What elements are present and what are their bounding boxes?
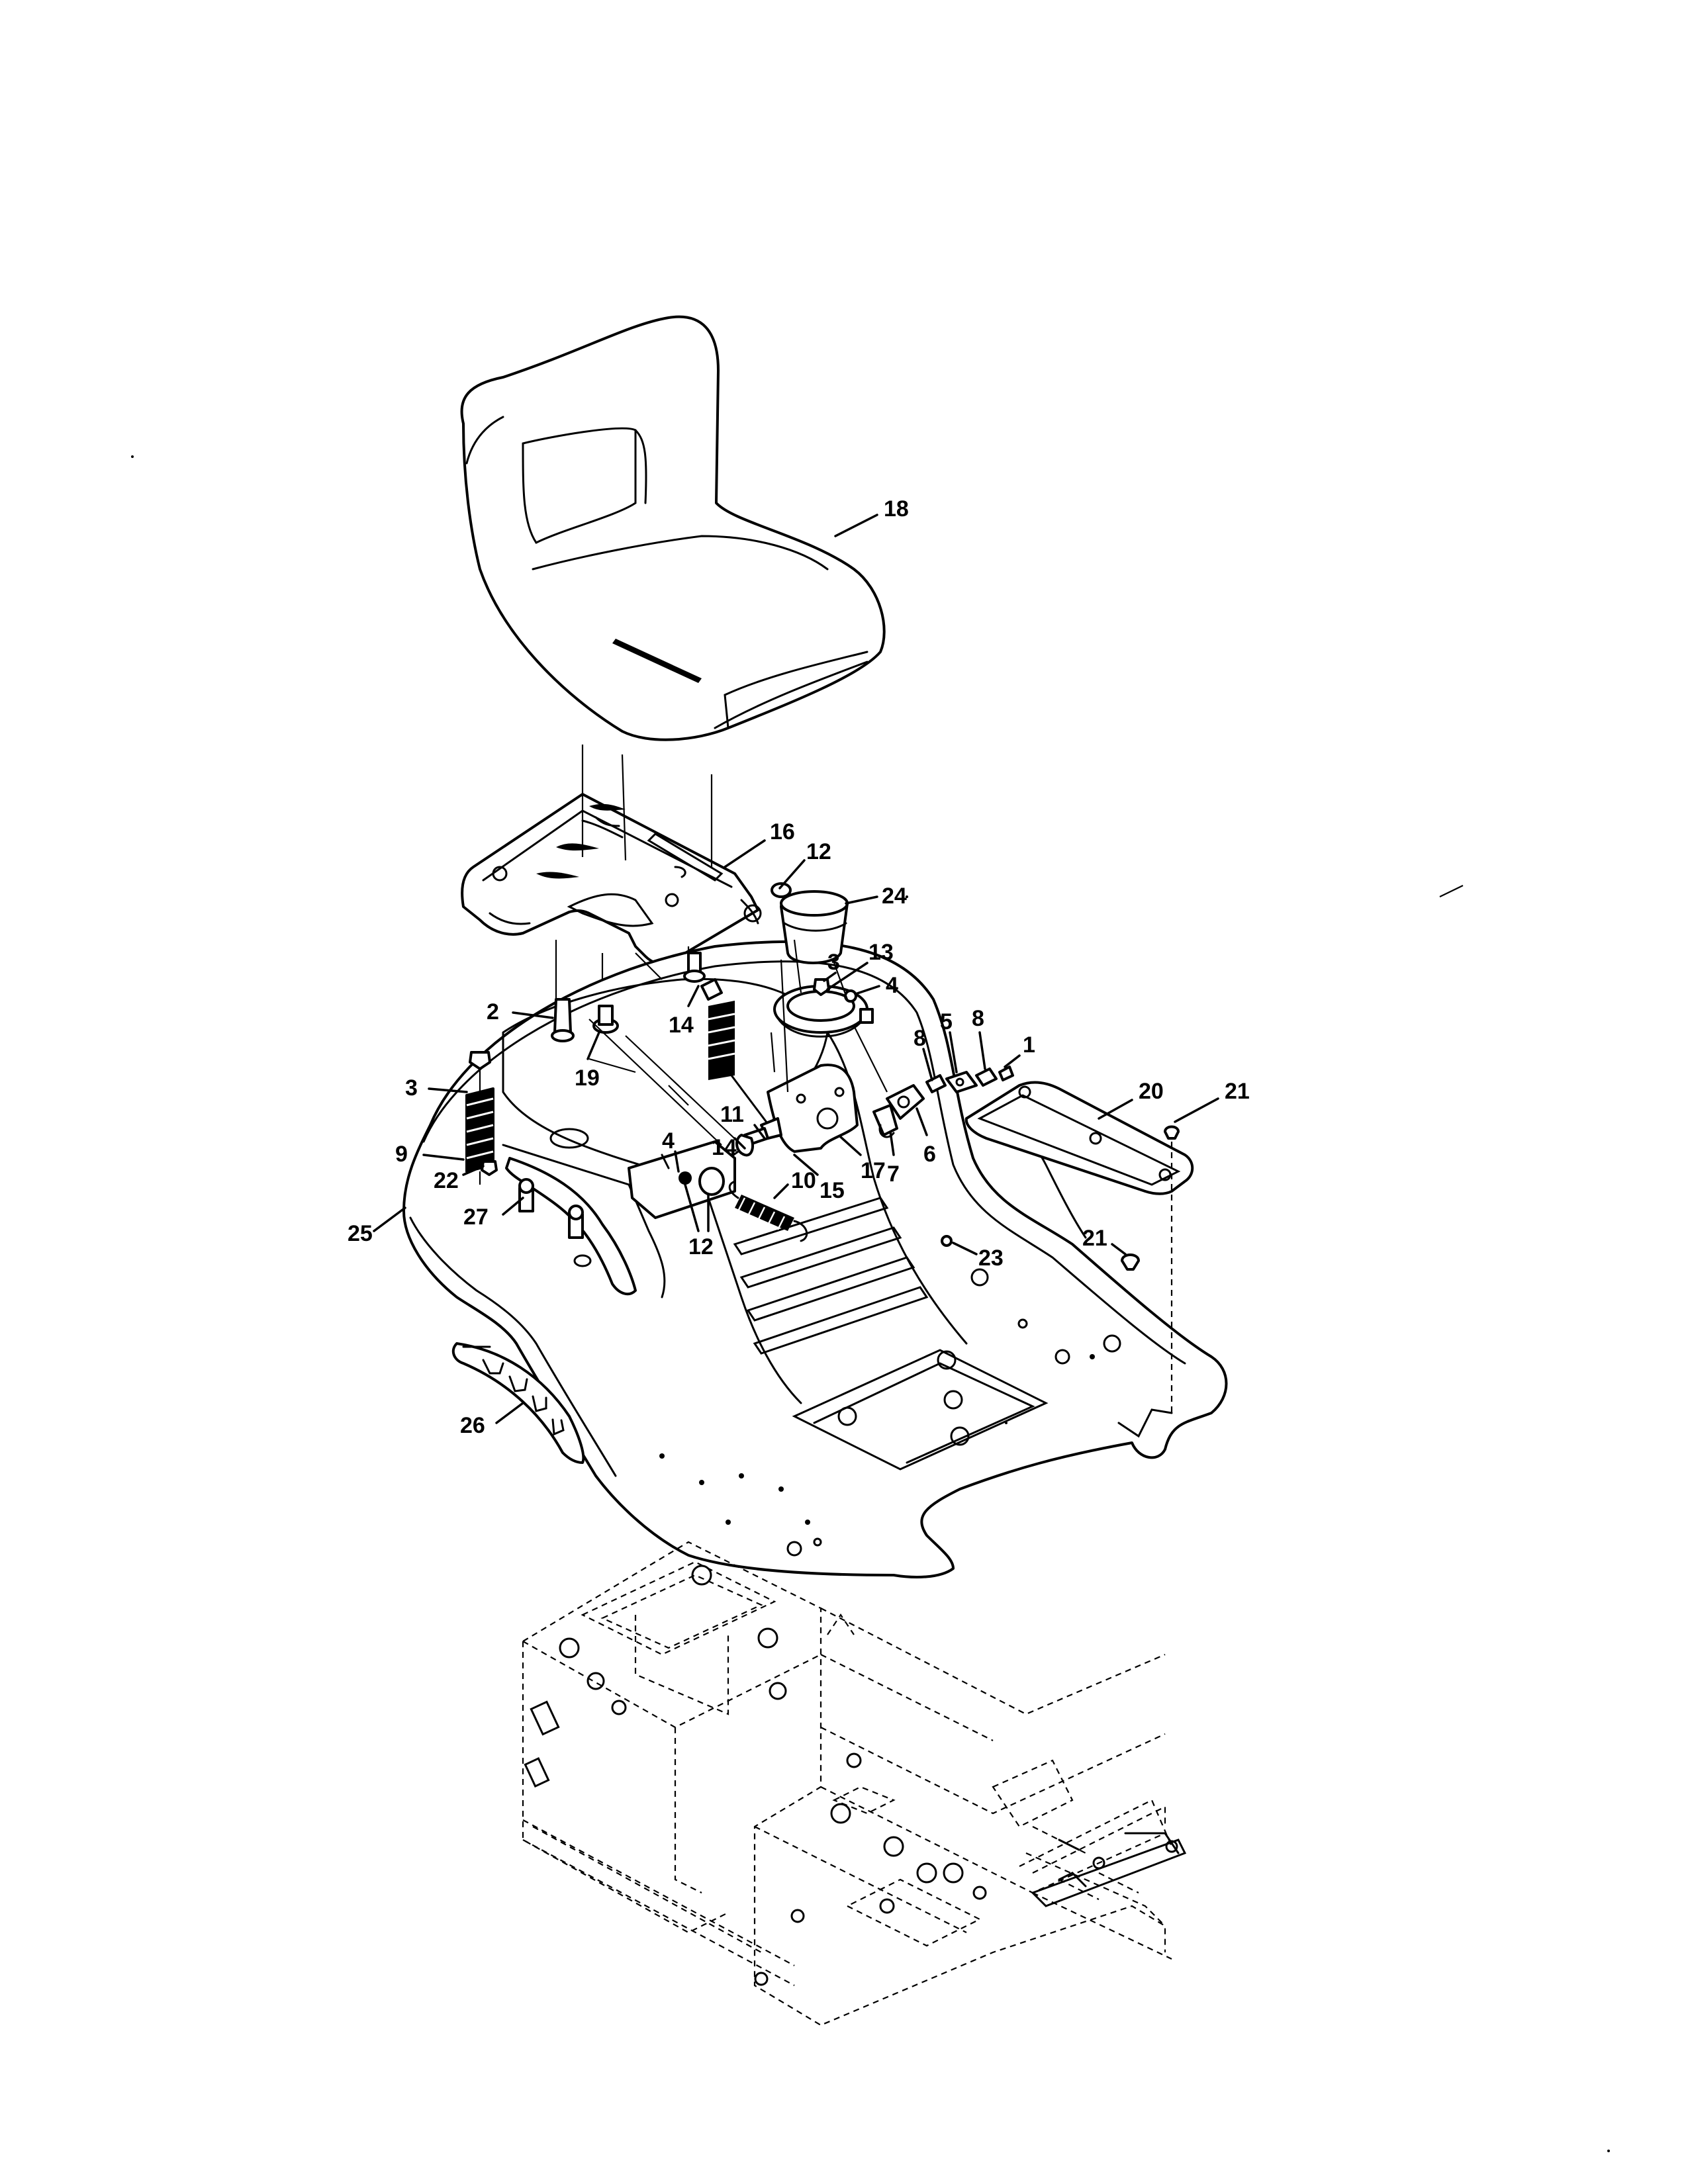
callout-8-right: 8 xyxy=(972,1006,984,1031)
fastener-21-top xyxy=(1164,1125,1180,1140)
washer-4-top xyxy=(844,989,857,1003)
compression-spring-left-part xyxy=(465,1069,494,1185)
callout-6: 6 xyxy=(923,1142,936,1167)
seat-part xyxy=(460,315,886,741)
callout-9: 9 xyxy=(395,1142,408,1167)
latch-arm-6 xyxy=(886,1084,925,1120)
fastener-21-bottom xyxy=(1121,1253,1140,1271)
nut-3-left xyxy=(469,1051,491,1070)
washer-19 xyxy=(592,1005,619,1034)
callout-4-top: 4 xyxy=(886,973,898,998)
fender-deck-part xyxy=(402,940,1228,1578)
callout-22: 22 xyxy=(434,1168,459,1193)
pin-1 xyxy=(998,1066,1014,1081)
callout-21-top: 21 xyxy=(1225,1079,1250,1104)
notched-strip-26 xyxy=(451,1342,585,1464)
pivot-housing-13 xyxy=(773,985,868,1038)
callout-18: 18 xyxy=(884,496,909,522)
extension-spring-10 xyxy=(728,1180,808,1242)
bolt-2 xyxy=(551,998,575,1042)
callout-24: 24 xyxy=(882,884,907,909)
callout-27: 27 xyxy=(463,1205,489,1230)
callout-12-lower: 12 xyxy=(688,1234,714,1259)
callout-17: 17 xyxy=(861,1158,886,1183)
nut-3-top xyxy=(813,978,830,996)
callout-4-lower: 4 xyxy=(662,1128,675,1154)
callout-11: 11 xyxy=(720,1102,744,1127)
cover-panel-20 xyxy=(964,1081,1194,1195)
bolt-27-b xyxy=(568,1205,584,1239)
latch-link-5 xyxy=(945,1071,978,1093)
callout-2: 2 xyxy=(487,999,499,1024)
callout-25: 25 xyxy=(348,1221,373,1246)
callout-16: 16 xyxy=(770,819,795,844)
callout-7: 7 xyxy=(887,1161,900,1187)
callout-5: 5 xyxy=(940,1009,953,1034)
callout-3-left: 3 xyxy=(405,1075,418,1101)
callout-20: 20 xyxy=(1139,1079,1164,1104)
clip-8-right xyxy=(975,1068,998,1087)
leader-lines xyxy=(373,514,1219,1424)
callout-8-left: 8 xyxy=(914,1026,926,1051)
callout-12-top: 12 xyxy=(806,839,831,864)
callout-21-bottom: 21 xyxy=(1082,1226,1107,1251)
bolt-center xyxy=(683,952,706,983)
deck-alignment-lines xyxy=(588,939,888,1146)
fastener-23 xyxy=(941,1235,953,1247)
callout-14-top: 14 xyxy=(669,1013,694,1038)
callout-23: 23 xyxy=(978,1246,1004,1271)
callout-10: 10 xyxy=(791,1168,816,1193)
callout-26: 26 xyxy=(460,1413,485,1438)
callout-3-top: 3 xyxy=(827,950,840,975)
seat-pan-part xyxy=(461,793,762,966)
nut-22 xyxy=(481,1160,498,1176)
bolt-27-a xyxy=(518,1178,534,1212)
chassis-frame-part xyxy=(522,1541,1187,2026)
bolt-top-right xyxy=(859,1008,874,1024)
bushing-cup-24 xyxy=(780,890,849,964)
callout-labels: 18 16 12 24 3 13 4 5 8 1 8 2 3 19 14 9 1… xyxy=(348,496,1250,1438)
scan-specks xyxy=(131,455,1610,2152)
callout-1: 1 xyxy=(1023,1032,1035,1058)
washer-12-top xyxy=(771,882,792,898)
compression-spring-center-part xyxy=(700,978,735,1080)
clip-8-left xyxy=(925,1074,947,1093)
callout-19: 19 xyxy=(575,1066,600,1091)
callout-13: 13 xyxy=(868,940,894,965)
deck-slots xyxy=(733,1197,929,1355)
callout-14-lower: 14 xyxy=(712,1135,737,1160)
callout-15: 15 xyxy=(820,1178,845,1203)
